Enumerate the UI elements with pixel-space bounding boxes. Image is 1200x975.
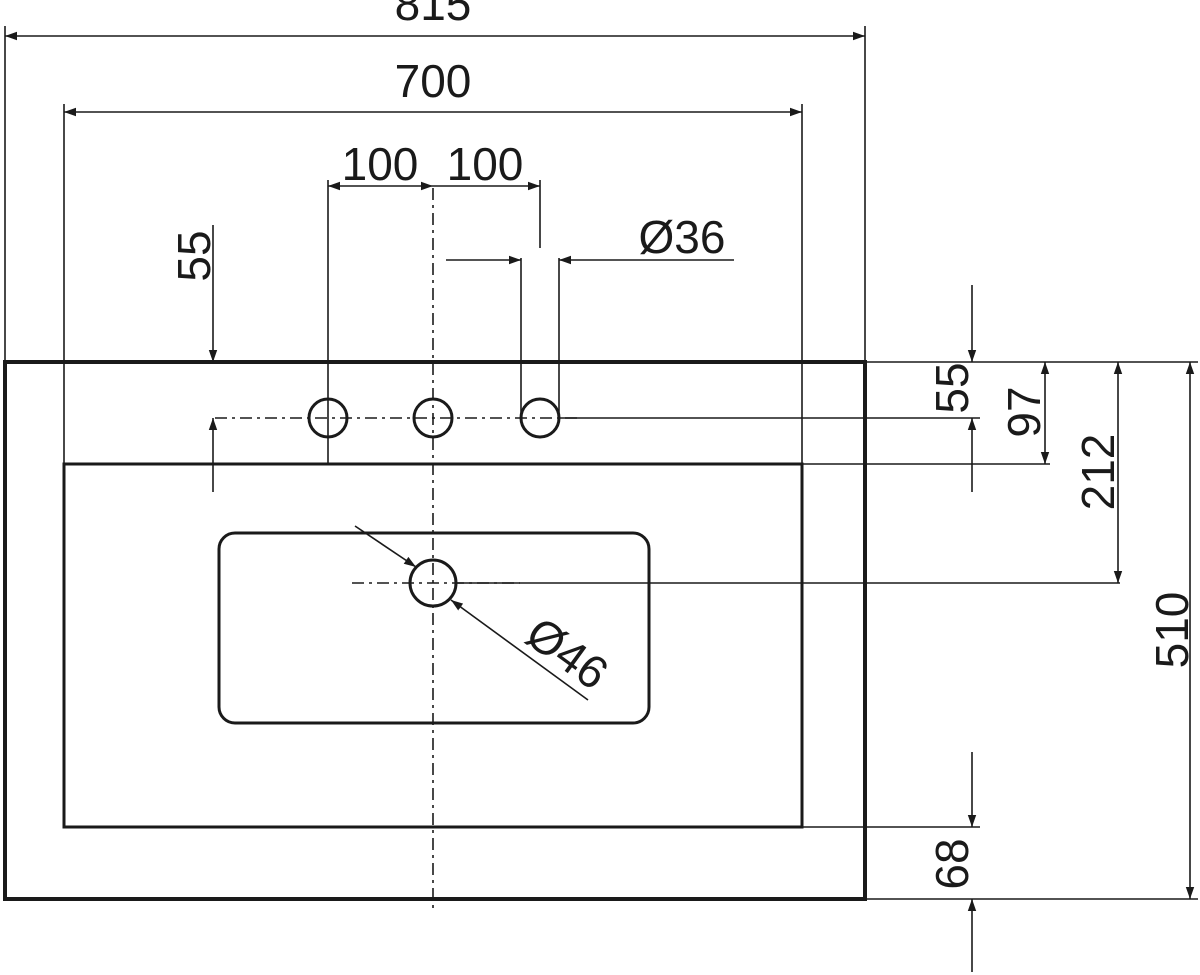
dim-label-510: 510 [1146, 592, 1198, 669]
tap-hole-center [412, 397, 454, 439]
dim-label-815: 815 [395, 0, 472, 30]
dim-label-97: 97 [998, 386, 1050, 437]
dim-leader-46-upper [354, 525, 417, 568]
dim-label-100-left: 100 [342, 138, 419, 190]
dim-label-68: 68 [926, 838, 978, 889]
countertop-outline [3, 360, 867, 901]
dim-label-100-right: 100 [447, 138, 524, 190]
dim-leader-46-lower [450, 599, 589, 701]
dim-label-55-right: 55 [926, 362, 978, 413]
bowl-outline [217, 531, 651, 725]
dim-label-55-left: 55 [168, 230, 220, 281]
dim-label-700: 700 [395, 55, 472, 107]
dim-label-212: 212 [1072, 434, 1124, 511]
dim-label-36: Ø36 [639, 211, 726, 263]
